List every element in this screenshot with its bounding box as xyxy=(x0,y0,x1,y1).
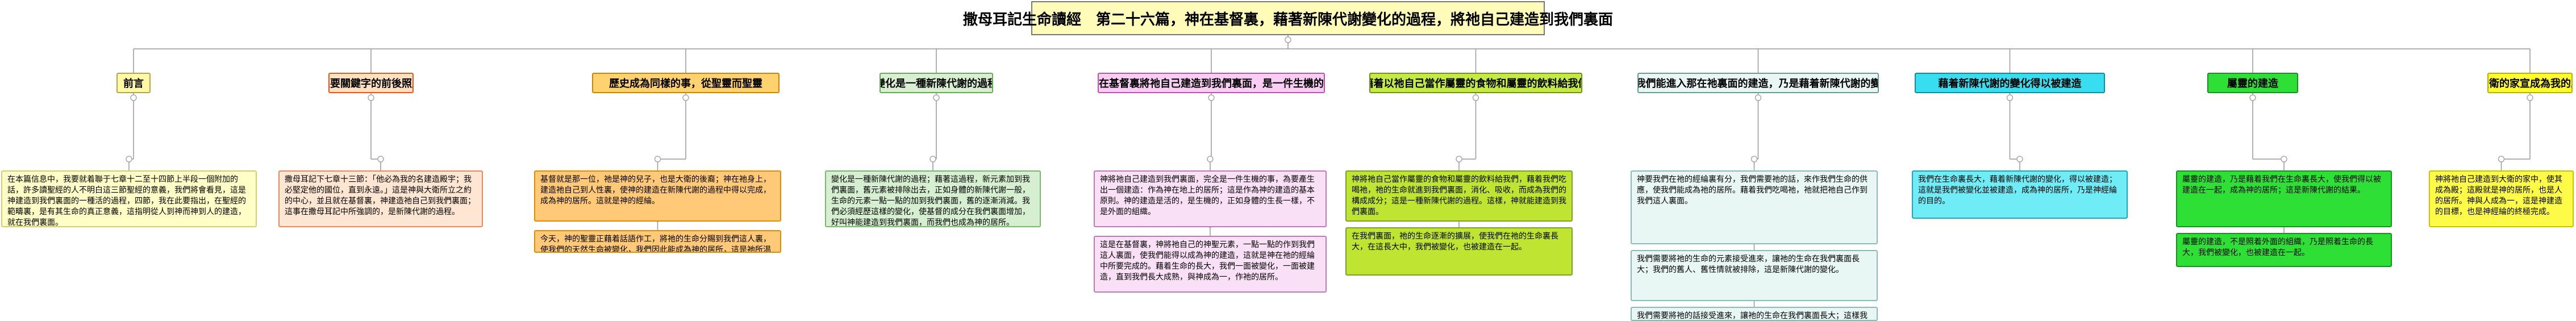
branch-title-6[interactable]: 藉着以祂自己當作屬靈的食物和屬靈的飲料給我們 xyxy=(1369,73,1582,93)
node-text-1-1: 在本篇信息中，我要就着聯于七章十二至十四節上半段一個附加的話，許多讀聖經的人不明… xyxy=(1,170,257,227)
collapse-toggle-icon[interactable] xyxy=(1285,36,1291,43)
node-text-6-2: 在我們裏面，祂的生命逐漸的擴展，使我們在祂的生命裏長大，在這長大中，我們被變化，… xyxy=(1345,227,1573,276)
collapse-toggle-icon[interactable] xyxy=(1750,156,1758,162)
node-text-2-1: 撒母耳記下七章十三節：「他必為我的名建造殿宇；我必堅定他的國位，直到永遠。」這是… xyxy=(278,170,483,227)
collapse-toggle-icon[interactable] xyxy=(126,156,132,162)
mindmap-root-title: 撒母耳記生命讀經 第二十六篇，神在基督裏，藉著新陳代謝變化的過程，將祂自己建造到… xyxy=(963,1,1613,35)
node-text-9-1: 屬靈的建造，乃是藉着我們在生命裏長大，使我們得以被建造在一起，成為神的居所；這是… xyxy=(2176,170,2392,227)
collapse-toggle-icon[interactable] xyxy=(2498,156,2505,162)
collapse-toggle-icon[interactable] xyxy=(1754,94,1762,101)
collapse-toggle-icon[interactable] xyxy=(1207,156,1214,162)
branch-title-9[interactable]: 屬靈的建造 xyxy=(2207,73,2298,93)
node-text-6-1: 神將祂自己當作屬靈的食物和屬靈的飲料給我們，藉着我們吃喝祂，祂的生命就進到我們裏… xyxy=(1345,170,1573,222)
node-text-3-2: 今天，神的聖靈正藉着話語作工，將祂的生命分賜到我們這人裏，使我們的天然生命被變化… xyxy=(534,230,781,253)
node-text-10-1: 神將祂自己建造到大衛的家中，使其成為殿；這殿就是神的居所，也是人的居所。神與人成… xyxy=(2429,170,2574,227)
node-text-7-1: 神要我們在祂的經綸裏有分，我們需要祂的話，來作我們生命的供應，使我們能成為祂的居… xyxy=(1631,170,1878,244)
collapse-toggle-icon[interactable] xyxy=(1472,94,1479,101)
node-text-9-2: 屬靈的建造，不是照着外面的組織，乃是照着生命的長大，我們被變化，也被建造在一起。 xyxy=(2176,233,2392,267)
collapse-toggle-icon[interactable] xyxy=(1208,94,1215,101)
branch-title-1[interactable]: 前言 xyxy=(116,73,151,93)
collapse-toggle-icon[interactable] xyxy=(377,156,384,162)
collapse-toggle-icon[interactable] xyxy=(933,94,940,101)
collapse-toggle-icon[interactable] xyxy=(2006,94,2014,101)
collapse-toggle-icon[interactable] xyxy=(1456,156,1462,162)
collapse-toggle-icon[interactable] xyxy=(2249,94,2256,101)
branch-title-3[interactable]: 歷史成為同樣的事，從聖靈而聖靈 xyxy=(592,73,780,93)
branch-title-5[interactable]: 神在基督裏將祂自己建造到我們裏面，是一件生機的事 xyxy=(1098,73,1325,93)
collapse-toggle-icon[interactable] xyxy=(2016,156,2023,162)
collapse-toggle-icon[interactable] xyxy=(2281,156,2287,162)
collapse-toggle-icon[interactable] xyxy=(368,94,374,101)
node-text-7-2: 我們需要將祂的生命的元素接受進來，讓祂的生命在我們裏面長大；我們的舊人、舊性情就… xyxy=(1631,250,1878,301)
branch-title-10[interactable]: 大衛的家宣成為我的殿 xyxy=(2487,73,2573,93)
branch-title-7[interactable]: 叫我們能進入那在祂裏面的建造，乃是藉着新陳代謝的變化 xyxy=(1637,73,1879,93)
node-text-8-1: 我們在生命裏長大，藉着新陳代謝的變化，得以被建造；這就是我們被變化並被建造，成為… xyxy=(1912,170,2128,219)
branch-title-8[interactable]: 藉着新陳代謝的變化得以被建造 xyxy=(1915,73,2105,93)
node-text-5-2: 這是在基督裏，神將祂自己的神聖元素，一點一點的作到我們這人裏面，使我們能得以成為… xyxy=(1094,236,1327,293)
collapse-toggle-icon[interactable] xyxy=(929,156,936,162)
node-text-7-3: 我們需要將祂的話接受進來，讓祂的生命在我們裏面長大；這樣我們才能被建造成為神的居… xyxy=(1631,307,1878,321)
branch-title-4[interactable]: 變化是一種新陳代謝的過程 xyxy=(879,73,993,93)
collapse-toggle-icon[interactable] xyxy=(2527,94,2533,101)
branch-title-2[interactable]: 主要關鍵字的前後照應 xyxy=(328,73,414,93)
node-text-3-1: 基督就是那一位，祂是神的兒子，也是大衛的後裔；神在祂身上，建造祂自己到人性裏，使… xyxy=(534,170,781,222)
collapse-toggle-icon[interactable] xyxy=(130,94,137,101)
collapse-toggle-icon[interactable] xyxy=(682,94,689,101)
node-text-4-1: 變化是一種新陳代謝的過程；藉著這過程，新元素加到我們裏面，舊元素被排除出去，正如… xyxy=(825,170,1041,227)
collapse-toggle-icon[interactable] xyxy=(654,156,661,162)
node-text-5-1: 神將祂自己建造到我們裏面，完全是一件生機的事，為要產生出一個建造：作為神在地上的… xyxy=(1094,170,1327,227)
